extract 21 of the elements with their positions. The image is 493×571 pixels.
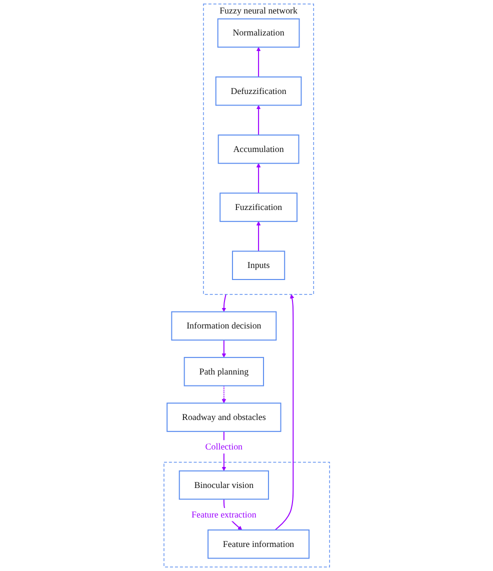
edge-label: Feature extraction <box>191 509 256 520</box>
node-box: Normalization <box>217 18 300 48</box>
node-box: Path planning <box>184 357 264 386</box>
arrow <box>256 47 260 78</box>
node-box: Information decision <box>170 311 276 341</box>
node-box: Roadway and obstacles <box>166 402 281 432</box>
node-box: Binocular vision <box>178 470 269 500</box>
arrow <box>256 105 260 136</box>
arrow <box>274 294 294 530</box>
arrow <box>221 294 226 312</box>
node-box: Inputs <box>232 250 285 280</box>
arrow <box>221 385 226 404</box>
node-box: Defuzzification <box>215 76 302 106</box>
arrow <box>256 163 260 194</box>
arrow <box>256 221 260 252</box>
node-box: Fuzzification <box>219 192 298 222</box>
edge-label: Collection <box>205 442 242 452</box>
arrow <box>221 340 226 358</box>
node-box: Accumulation <box>218 134 299 164</box>
node-box: Feature information <box>207 530 310 559</box>
cluster <box>163 462 330 568</box>
